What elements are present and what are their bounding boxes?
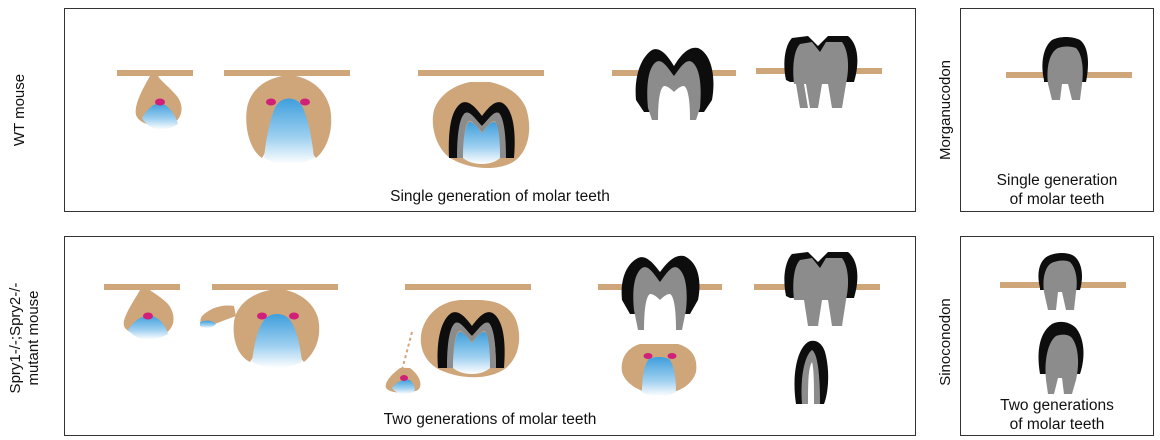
mut-cap-epithelium-line [212, 284, 338, 290]
wt-bell-epithelium-line [418, 70, 544, 76]
wt-cap-epithelium-line [224, 70, 350, 76]
wt-cap-knot-left [266, 99, 276, 106]
wt-bud-enamel-knot [155, 99, 165, 106]
mut-bud-enamel-knot [143, 313, 153, 320]
mut-bell-epithelium-line [405, 284, 531, 290]
mut-cap-knot-left [257, 313, 267, 320]
mut-replacement-enamel [795, 341, 829, 404]
morg-tooth-dentin [1047, 47, 1082, 101]
mut-successor-knot [400, 375, 408, 381]
mut-tooth-dentin [793, 258, 848, 326]
sino-replacement-dentin [1045, 335, 1078, 394]
mut-cap-knot-right [289, 313, 299, 320]
mut-bud-epithelium-line [104, 284, 180, 290]
sino-tooth-dentin [1043, 261, 1076, 311]
mut-second-cap-knot-left [644, 353, 653, 359]
mut-second-cap-mesenchyme [642, 357, 676, 397]
mut-successor-dotted-lamina [402, 332, 412, 370]
wt-tooth-dentin [793, 42, 848, 108]
mut-second-cap-knot-right [668, 353, 677, 359]
wt-cap-knot-right [300, 99, 310, 106]
wt-bud-epithelium-line [117, 70, 193, 76]
